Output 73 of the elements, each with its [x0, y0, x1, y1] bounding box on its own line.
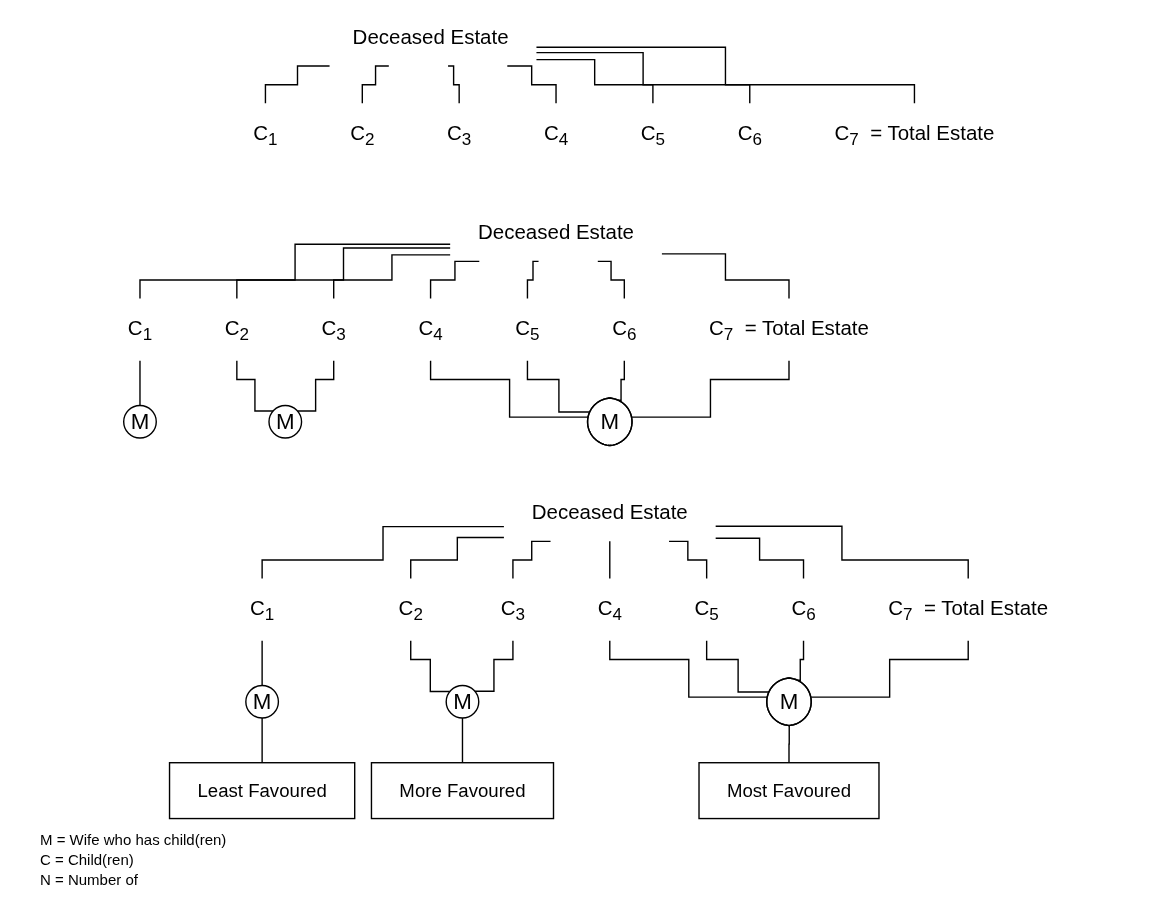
connector — [474, 640, 514, 692]
node-text: C$_{5}$ — [694, 596, 719, 624]
connector — [333, 254, 451, 300]
connector — [447, 65, 460, 104]
connector — [788, 725, 791, 764]
node-text: C$_{6}$ — [791, 596, 816, 624]
node-text: Deceased Estate — [478, 220, 634, 244]
node-label: = Total Estate — [744, 316, 869, 340]
node-text: Deceased Estate — [531, 500, 688, 524]
node-text: C$_{6}$ — [612, 316, 637, 344]
connector — [236, 247, 451, 300]
node-circle: M — [445, 684, 480, 719]
connector — [361, 65, 390, 104]
node-box: More Favoured — [370, 762, 555, 820]
connector — [296, 360, 335, 412]
connector — [668, 540, 708, 580]
connector — [535, 58, 654, 104]
node-box: Least Favoured — [168, 762, 356, 820]
node-label: = Total Estate — [870, 120, 995, 145]
connector — [429, 360, 590, 418]
node-text: C$_{7}$ — [709, 316, 734, 344]
node-text: C$_{5}$ — [515, 316, 540, 344]
node-text: C$_{6}$ — [737, 120, 762, 149]
node-box: Most Favoured — [698, 762, 880, 820]
connector — [526, 360, 592, 413]
connector — [139, 243, 451, 300]
connector — [512, 540, 552, 580]
node-text: Deceased Estate — [352, 25, 509, 49]
connector — [609, 640, 769, 698]
connector — [535, 51, 751, 104]
connector — [535, 46, 916, 104]
legend-note: N = Number of — [40, 870, 139, 890]
connector — [526, 260, 540, 300]
connector — [609, 540, 611, 580]
connector — [597, 260, 625, 300]
legend-note: C = Child(ren) — [40, 850, 135, 870]
connector — [714, 537, 805, 580]
node-text: C$_{1}$ — [249, 596, 275, 624]
node-text: C$_{1}$ — [253, 120, 278, 149]
connector — [410, 536, 505, 580]
connector — [714, 525, 969, 580]
node-text: C$_{2}$ — [224, 316, 249, 344]
connector — [410, 640, 451, 693]
connector — [429, 260, 480, 300]
node-text: C$_{7}$ — [834, 120, 859, 149]
node-text: C$_{5}$ — [640, 120, 666, 149]
node-text: C$_{7}$ — [888, 596, 913, 624]
node-text: C$_{4}$ — [543, 120, 569, 149]
connector — [261, 640, 263, 687]
node-text: C$_{2}$ — [350, 120, 375, 149]
node-text: C$_{4}$ — [597, 596, 622, 624]
connector — [264, 65, 331, 104]
connector — [461, 717, 464, 764]
node-text: C$_{4}$ — [418, 316, 443, 344]
node-circle: M — [245, 684, 280, 719]
connector — [139, 360, 141, 407]
node-text: C$_{2}$ — [398, 596, 423, 624]
connector — [661, 253, 790, 300]
node-label: = Total Estate — [923, 596, 1049, 620]
node-text: C$_{3}$ — [321, 316, 346, 344]
node-text: C$_{3}$ — [500, 596, 526, 624]
connector — [506, 65, 557, 104]
connector — [810, 640, 969, 698]
connector — [261, 525, 505, 580]
node-circle: M — [123, 404, 157, 439]
node-text: C$_{1}$ — [127, 316, 153, 344]
connector — [236, 360, 274, 412]
legend-note: M = Wife who has child(ren) — [40, 830, 227, 850]
node-circle: M — [268, 404, 303, 439]
node-text: C$_{3}$ — [447, 120, 472, 149]
connector — [631, 360, 790, 418]
connector — [617, 360, 625, 401]
connector — [261, 717, 263, 764]
